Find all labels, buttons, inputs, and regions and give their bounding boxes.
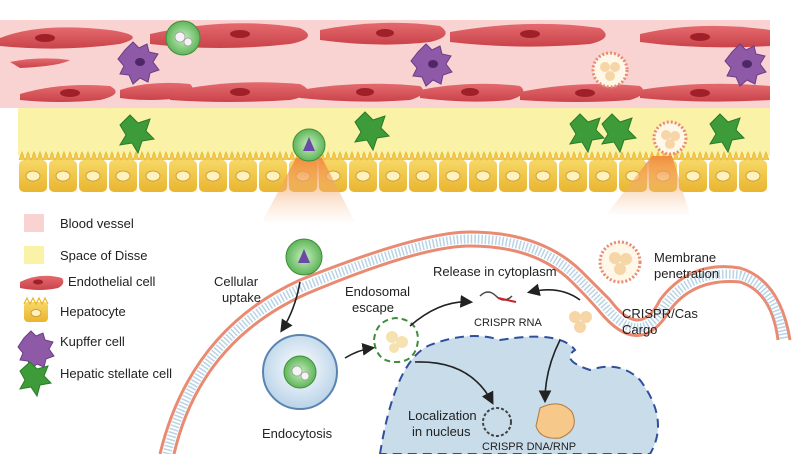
- legend-blood-vessel-label: Blood vessel: [60, 216, 134, 231]
- cell-membrane-outer: [158, 230, 792, 454]
- stellate-cell: [569, 113, 606, 154]
- crispr-rnp: [535, 403, 575, 439]
- hepatocyte-cell: [408, 150, 440, 192]
- hepatocyte-cell: [438, 150, 470, 192]
- hepatocyte-cell: [528, 150, 560, 192]
- endosomal-escape-particle: [373, 316, 420, 364]
- hepatocyte-cell: [708, 150, 740, 192]
- membrane-penetration-label-2: penetration: [654, 266, 719, 281]
- crispr-cas-cargo-label-1: CRISPR/Cas: [622, 306, 698, 321]
- hepatocyte-cell: [138, 150, 170, 192]
- release-in-cytoplasm-label: Release in cytoplasm: [433, 264, 557, 279]
- legend-stellate-icon: [19, 361, 53, 398]
- crispr-dna-rnp-label: CRISPR DNA/RNP: [482, 441, 576, 453]
- crispr-cas-cargo: [569, 311, 592, 333]
- stellate-cells: [119, 111, 746, 155]
- legend-hepatocyte-label: Hepatocyte: [60, 304, 126, 319]
- legend-endothelial-icon: [20, 275, 64, 290]
- hepatocyte-cell: [108, 150, 140, 192]
- hepatocyte-cell: [378, 150, 410, 192]
- zoom-beam-left: [262, 158, 355, 222]
- arrow-cargo-to-nucleus: [538, 339, 561, 404]
- endothelial-cell: [0, 27, 133, 49]
- zoom-beam-right: [606, 156, 690, 215]
- crispr-rna-strand: [479, 291, 513, 301]
- legend-kupffer-icon: [17, 330, 55, 370]
- legend-blood-vessel-swatch: [24, 214, 44, 232]
- endothelial-layer: [0, 22, 770, 102]
- kupffer-cells: [117, 41, 767, 87]
- hepatocyte-layer: [18, 150, 770, 192]
- hepatocyte-cell: [78, 150, 110, 192]
- crispr-cas-cargo-label-2: Cargo: [622, 322, 657, 337]
- stellate-cell: [601, 113, 638, 154]
- nanoparticle-at-hepatocyte: [292, 128, 326, 162]
- legend-space-of-disse-label: Space of Disse: [60, 248, 147, 263]
- legend-kupffer-label: Kupffer cell: [60, 334, 125, 349]
- cellular-uptake-label-1: Cellular: [214, 274, 259, 289]
- crispr-rna-guide: [497, 297, 517, 303]
- arrow-escape-to-nucleus: [414, 361, 494, 405]
- hepatocyte-cell: [588, 150, 620, 192]
- nanoparticle-uptake: [285, 238, 323, 276]
- localization-label-1: Localization: [408, 408, 477, 423]
- endosomal-escape-label-2: escape: [352, 300, 394, 315]
- endosomal-escape-label-1: Endosomal: [345, 284, 410, 299]
- arrow-uptake-to-endocytosis: [280, 281, 301, 333]
- crispr-rna-label: CRISPR RNA: [474, 317, 543, 329]
- endothelial-cell: [10, 58, 70, 68]
- stellate-cell: [709, 113, 746, 154]
- membrane-penetration-label-1: Membrane: [654, 250, 716, 265]
- hepatocyte-cell: [558, 150, 590, 192]
- lipid-np-in-vessel: [591, 51, 629, 89]
- legend-hepatocyte-icon: [23, 296, 49, 322]
- hepatocyte-cell: [468, 150, 500, 192]
- hepatocyte-cell: [198, 150, 230, 192]
- endocytosis-label: Endocytosis: [262, 426, 333, 441]
- hepatocyte-cell: [168, 150, 200, 192]
- hepatocyte-cell: [738, 150, 770, 192]
- arrow-cargo-to-rna: [526, 283, 581, 301]
- crispr-dna-plasmid: [482, 407, 512, 437]
- arrow-escape-to-rna: [409, 294, 474, 327]
- hepatocyte-cell: [258, 150, 290, 192]
- hepatocyte-cell: [348, 150, 380, 192]
- legend-stellate-label: Hepatic stellate cell: [60, 366, 172, 381]
- stellate-cell: [354, 111, 391, 152]
- cellular-uptake-label-2: uptake: [222, 290, 261, 305]
- hepatocyte-cell: [228, 150, 260, 192]
- lipid-np-at-membrane: [652, 120, 688, 156]
- hepatocyte-cell: [18, 150, 50, 192]
- hepatocyte-cell: [48, 150, 80, 192]
- hepatocyte-cell: [678, 150, 710, 192]
- arrow-endocytosis-to-escape: [344, 343, 376, 359]
- nanoparticle-in-vessel: [165, 20, 201, 56]
- endosome-vesicle: [262, 334, 338, 410]
- membrane-penetration-particle: [598, 240, 642, 284]
- stellate-cell: [119, 114, 156, 155]
- legend-space-of-disse-swatch: [24, 246, 44, 264]
- legend-endothelial-label: Endothelial cell: [68, 274, 156, 289]
- localization-label-2: in nucleus: [412, 424, 471, 439]
- hepatocyte-cell: [498, 150, 530, 192]
